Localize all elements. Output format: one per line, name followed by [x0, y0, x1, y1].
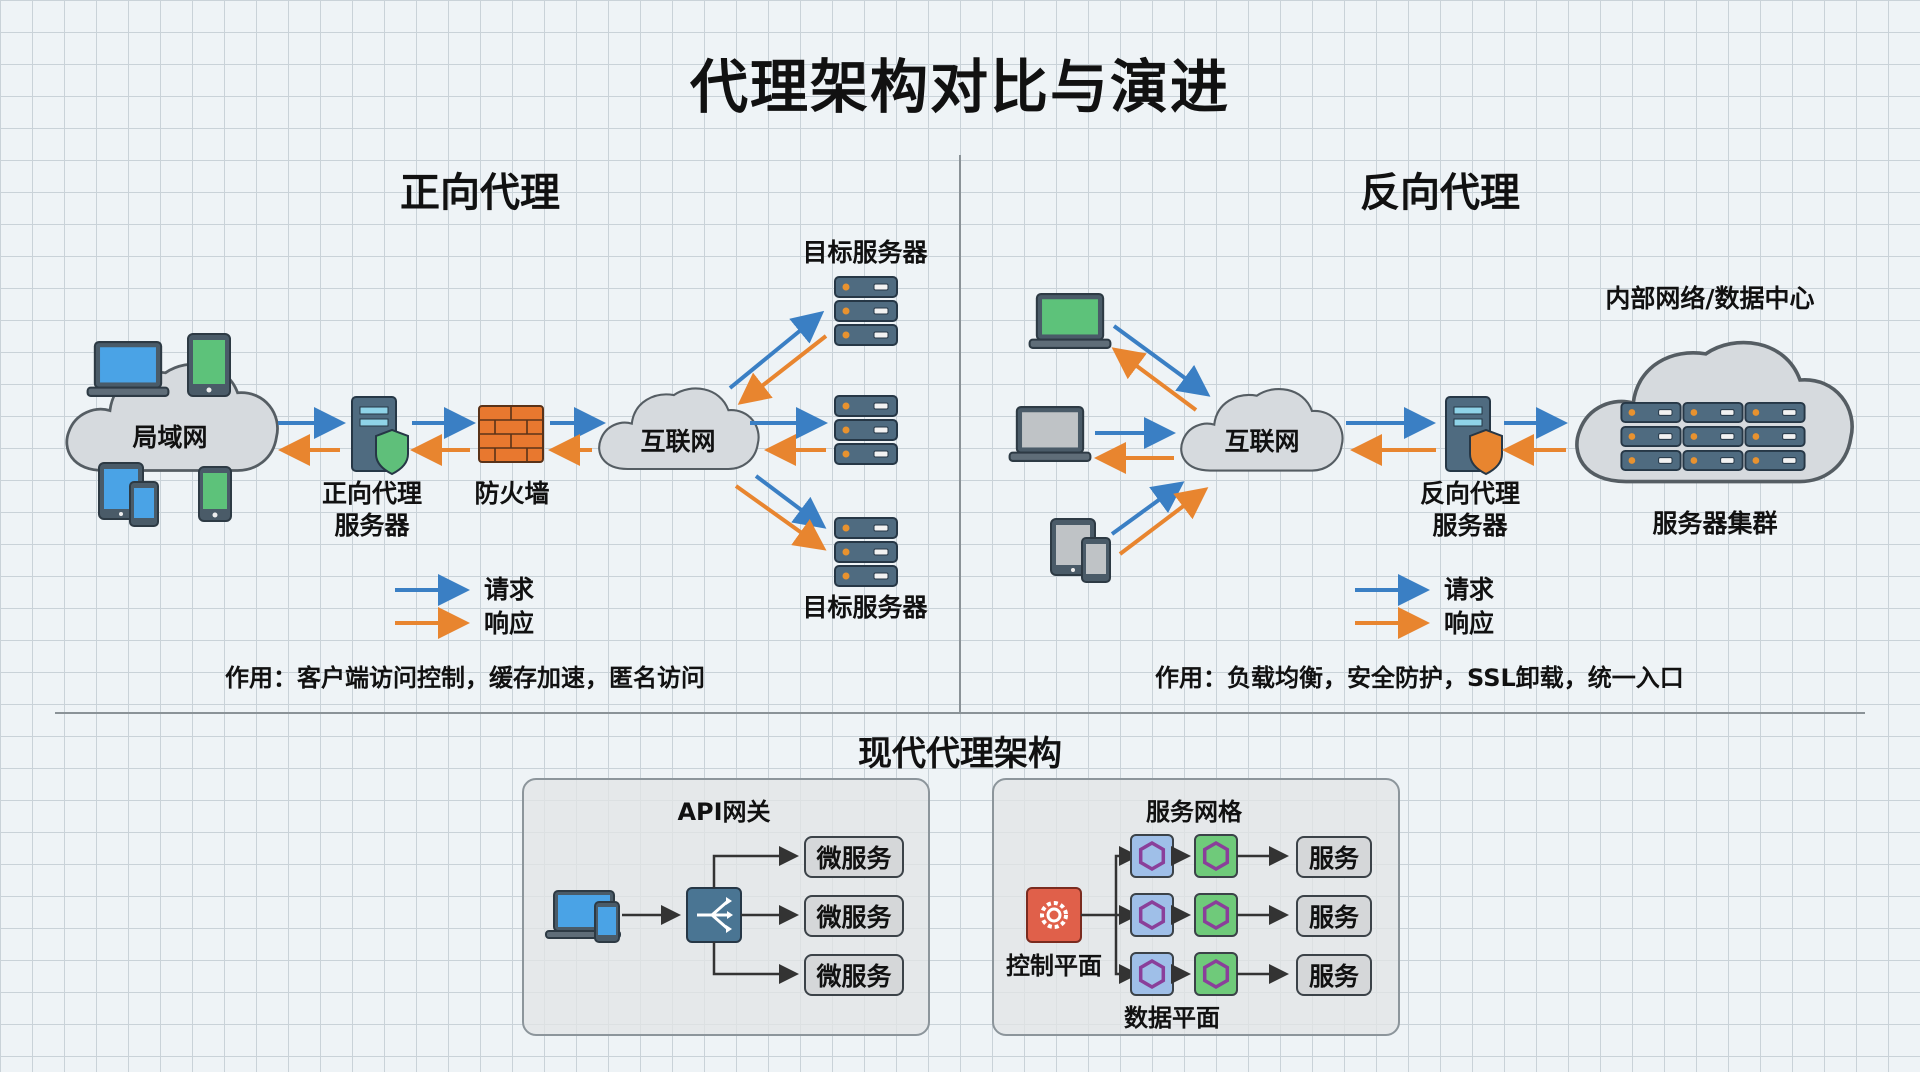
microservice-box: 微服务	[804, 954, 904, 996]
internet-label-forward: 互联网	[640, 427, 716, 456]
forward-proxy-title: 正向代理	[400, 170, 560, 216]
laptop-gray-icon	[1008, 406, 1092, 462]
target-server-top-label: 目标服务器	[802, 238, 928, 267]
microservice-box: 微服务	[804, 836, 904, 878]
request-arrow	[754, 474, 827, 529]
microservice-box: 微服务	[804, 895, 904, 937]
tablet-icon	[187, 332, 231, 398]
lan-label: 局域网	[132, 423, 208, 452]
target-server-bottom-icon	[833, 517, 899, 587]
forward-proxy-label: 正向代理 服务器	[312, 478, 432, 542]
forward-proxy-label-line1: 正向代理	[321, 479, 422, 508]
response-arrow	[737, 334, 828, 405]
legend-response-label: 响应	[1444, 609, 1495, 638]
firewall-icon	[478, 405, 544, 463]
tablet-phone-icon	[98, 462, 159, 527]
response-arrow	[734, 484, 827, 551]
reverse-proxy-title: 反向代理	[1360, 170, 1520, 216]
service-mesh-title: 服务网格	[1146, 798, 1242, 826]
mesh-service-box: 服务	[1296, 954, 1372, 996]
datacenter-label: 内部网络/数据中心	[1605, 284, 1815, 313]
mesh-service-box: 服务	[1296, 895, 1372, 937]
reverse-proxy-label-line1: 反向代理	[1419, 479, 1520, 508]
firewall-label: 防火墙	[474, 479, 550, 508]
cluster-label: 服务器集群	[1652, 509, 1778, 538]
legend-request-label: 请求	[484, 575, 535, 604]
reverse-proxy-label-line2: 服务器	[1432, 511, 1508, 540]
legend-request-label: 请求	[1444, 575, 1495, 604]
reverse-proxy-label: 反向代理 服务器	[1410, 478, 1530, 542]
laptop-green-icon	[1028, 293, 1112, 349]
phone-icon	[198, 465, 232, 523]
reverse-proxy-server-icon	[1445, 396, 1503, 476]
legend-response-label: 响应	[484, 609, 535, 638]
response-arrow	[1118, 487, 1209, 556]
target-server-middle-icon	[833, 395, 899, 465]
forward-proxy-label-line2: 服务器	[334, 511, 410, 540]
target-server-top-icon	[833, 276, 899, 346]
target-server-bottom-label: 目标服务器	[802, 593, 928, 622]
control-plane-label: 控制平面	[1006, 952, 1102, 980]
api-gateway-title: API网关	[677, 798, 771, 826]
forward-proxy-server-icon	[351, 396, 409, 476]
request-arrow	[1112, 324, 1211, 397]
page-title: 代理架构对比与演进	[689, 53, 1230, 121]
request-arrow	[1110, 481, 1185, 536]
internet-label-reverse: 互联网	[1224, 427, 1300, 456]
server-cluster-icon	[1620, 402, 1806, 471]
data-plane-label: 数据平面	[1124, 1004, 1220, 1032]
response-arrow	[1111, 347, 1198, 412]
laptop-icon	[86, 341, 170, 397]
forward-purpose-text: 作用：客户端访问控制，缓存加速，匿名访问	[225, 664, 705, 692]
mesh-service-box: 服务	[1296, 836, 1372, 878]
reverse-purpose-text: 作用：负载均衡，安全防护，SSL卸载，统一入口	[1155, 664, 1684, 692]
modern-architecture-title: 现代代理架构	[858, 734, 1062, 774]
tablet-phone-gray-icon	[1050, 518, 1111, 583]
